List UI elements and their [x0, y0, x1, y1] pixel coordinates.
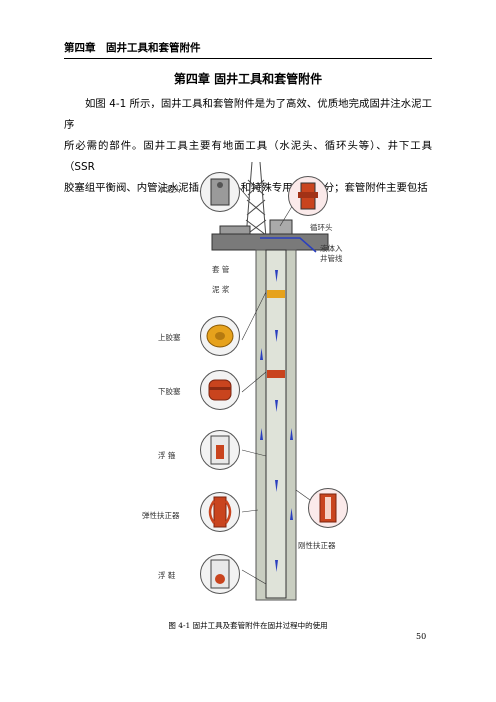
- fluid-inlet-line: [260, 237, 317, 253]
- cement-head-icon: [200, 172, 240, 212]
- circulating-head-icon: [288, 176, 328, 216]
- label-fluid-line-1: 液体入: [320, 244, 343, 253]
- label-casing: 套 管: [212, 265, 230, 274]
- label-bow-centralizer: 弹性扶正器: [142, 511, 180, 520]
- body-paragraph: 如图 4-1 所示，固井工具和套管附件是为了高效、优质地完成固井注水泥工序 所必…: [64, 94, 432, 199]
- bottom-plug-icon: [200, 370, 240, 410]
- label-bottom-plug: 下胶塞: [158, 387, 181, 396]
- figure-caption: 图 4-1 固井工具及套管附件在固井过程中的使用: [168, 621, 328, 630]
- body-line: 所必需的部件。固井工具主要有地面工具（水泥头、循环头等）、井下工具（SSR: [64, 140, 432, 173]
- chapter-title: 第四章 固井工具和套管附件: [173, 72, 323, 86]
- body-line: 胶塞组平衡阀、内管注水泥插入头等）和特殊专用工具之分；套管附件主要包括: [64, 182, 428, 194]
- label-rigid-centralizer: 刚性扶正器: [298, 541, 336, 550]
- header-rule: [64, 58, 432, 59]
- derrick: [245, 161, 267, 239]
- page-number: 50: [416, 632, 427, 641]
- top-plug-icon: [200, 316, 240, 356]
- float-collar-icon: [200, 430, 240, 470]
- running-head: 第四章 固井工具和套管附件: [64, 42, 201, 54]
- rigid-centralizer-icon: [308, 488, 348, 528]
- bottom-plug-in-well: [267, 370, 285, 378]
- label-slurry: 泥 浆: [212, 285, 230, 294]
- label-cement-head: 水泥头: [158, 185, 181, 194]
- figure: 水泥头 循环头 液体入 井管线 套 管 泥 浆 上胶塞 下胶塞 浮 箍 弹性扶正…: [120, 160, 380, 610]
- label-circulating-head: 循环头: [310, 223, 333, 232]
- label-fluid-into-casing: 液体入 井管线: [320, 244, 343, 264]
- label-float-collar: 浮 箍: [158, 451, 176, 460]
- label-fluid-line-2: 井管线: [320, 254, 343, 263]
- label-float-shoe: 浮 鞋: [158, 571, 176, 580]
- wellbore-diagram: [211, 161, 329, 601]
- float-shoe-icon: [200, 554, 240, 594]
- top-plug-in-well: [267, 290, 285, 298]
- flow-arrows: [260, 270, 293, 572]
- body-line: 如图 4-1 所示，固井工具和套管附件是为了高效、优质地完成固井注水泥工序: [64, 98, 432, 131]
- casing-string: [265, 249, 287, 599]
- bow-centralizer-icon: [200, 492, 240, 532]
- label-top-plug: 上胶塞: [158, 333, 181, 342]
